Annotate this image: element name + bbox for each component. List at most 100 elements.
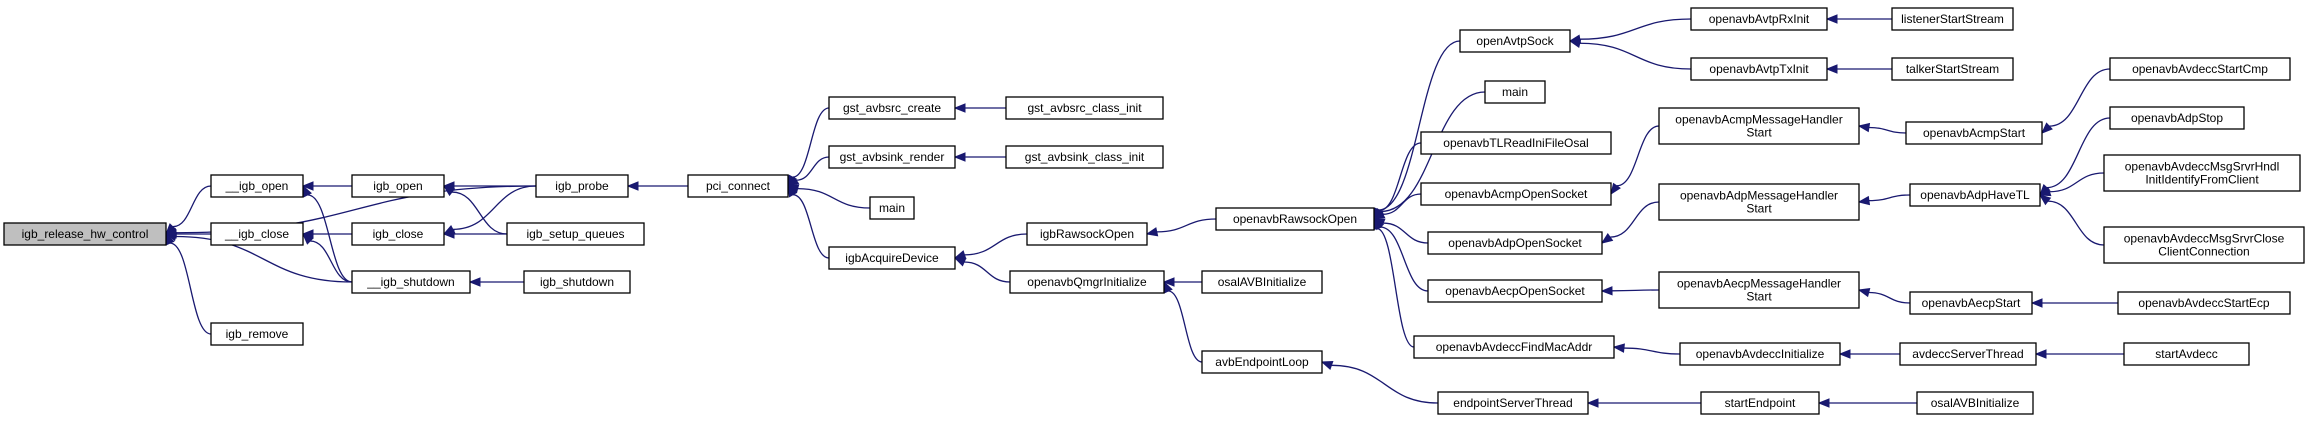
node-label: igb_close (373, 227, 424, 241)
function-node-avdeccserverthread[interactable]: avdeccServerThread (1899, 342, 2037, 366)
node-box (2109, 106, 2245, 130)
function-node-openavbavdeccmsgsrvrcloseclientconnection[interactable]: openavbAvdeccMsgSrvrCloseClientConnectio… (2103, 226, 2305, 264)
function-node-listenerstartstream[interactable]: listenerStartStream (1891, 7, 2014, 31)
function-node-igb-open[interactable]: igb_open (351, 174, 445, 198)
function-node-igb-setup-queues[interactable]: igb_setup_queues (506, 222, 645, 246)
function-node-openavbavdeccmsgsrvrhndlinitidentifyfromclient[interactable]: openavbAvdeccMsgSrvrHndlInitIdentifyFrom… (2103, 154, 2301, 192)
call-edge-n16-to-n12 (953, 152, 1006, 162)
function-node-gst-avbsink-render[interactable]: gst_avbsink_render (828, 145, 956, 169)
node-label: openavbAcmpStart (1923, 126, 2026, 140)
function-node-startendpoint[interactable]: startEndpoint (1700, 391, 1820, 415)
edge-line (1579, 42, 1692, 70)
function-node-igb-shutdown[interactable]: igb_shutdown (523, 270, 631, 294)
function-node-gst-avbsrc-class-init[interactable]: gst_avbsrc_class_init (1005, 96, 1164, 120)
function-node-startavdecc[interactable]: startAvdecc (2123, 342, 2250, 366)
function-node-openavbadphavetl[interactable]: openavbAdpHaveTL (1909, 183, 2041, 207)
call-edge-n10-to-n5 (626, 181, 688, 191)
function-node-openavbaecpstart[interactable]: openavbAecpStart (1909, 291, 2033, 315)
arrowhead (1825, 14, 1838, 24)
arrowhead (1612, 343, 1625, 353)
node-label: gst_avbsink_render (840, 150, 945, 164)
arrowhead (1600, 286, 1613, 296)
function-node-igbrawsockopen[interactable]: igbRawsockOpen (1026, 222, 1148, 246)
arrowhead (2038, 194, 2052, 206)
function-node-openavbacmpopensocket[interactable]: openavbAcmpOpenSocket (1420, 182, 1612, 206)
node-label: openavbAvdeccMsgSrvrHndl (2125, 160, 2280, 174)
function-node-openavtpsock[interactable]: openAvtpSock (1459, 29, 1571, 53)
function-node-pci-connect[interactable]: pci_connect (687, 174, 789, 198)
function-node-openavbrawsockopen[interactable]: openavbRawsockOpen (1215, 207, 1375, 231)
function-node-openavbacmpstart[interactable]: openavbAcmpStart (1905, 121, 2043, 145)
node-box (1658, 107, 1860, 145)
edge-line (796, 156, 830, 181)
function-node-openavbavtptxinit[interactable]: openavbAvtpTxInit (1690, 57, 1828, 81)
node-label: __igb_close (224, 227, 289, 241)
function-node-openavbavdeccstartcmp[interactable]: openavbAvdeccStartCmp (2109, 57, 2291, 81)
edge-line (1616, 125, 1660, 187)
node-box (2123, 342, 2250, 366)
node-label: avbEndpointLoop (1215, 355, 1309, 369)
function-node-openavbadpstop[interactable]: openavbAdpStop (2109, 106, 2245, 130)
function-node-openavbavtprxinit[interactable]: openavbAvtpRxInit (1690, 7, 1828, 31)
function-node-gst-avbsink-class-init[interactable]: gst_avbsink_class_init (1005, 145, 1164, 169)
function-node-openavbavdeccfindmacaddr[interactable]: openavbAvdeccFindMacAddr (1413, 335, 1615, 359)
call-edge-n20-to-n18 (1163, 280, 1203, 363)
function-node-talkerstartstream[interactable]: talkerStartStream (1891, 57, 2014, 81)
edge-line (1331, 364, 1439, 404)
node-box (1909, 291, 2033, 315)
function-node-igb-remove[interactable]: igb_remove (210, 322, 304, 346)
node-label: igb_release_hw_control (22, 227, 149, 241)
edges-layer (164, 14, 2125, 408)
edge-line (1379, 226, 1429, 292)
node-label: openavbAecpOpenSocket (1445, 284, 1585, 298)
edge-line (452, 185, 537, 231)
function-node-osalavbinitialize[interactable]: osalAVBInitialize (1916, 391, 2034, 415)
edge-line (172, 185, 212, 228)
function-node-igb-probe[interactable]: igb_probe (535, 174, 629, 198)
node-label: openavbAcmpMessageHandler (1675, 113, 1842, 127)
node-box (1700, 391, 1820, 415)
node-box (1459, 29, 1571, 53)
node-label: main (1502, 85, 1528, 99)
function-node-openavbqmgrinitialize[interactable]: openavbQmgrInitialize (1009, 270, 1165, 294)
function-node-osalavbinitialize[interactable]: osalAVBInitialize (1201, 270, 1323, 294)
node-label: osalAVBInitialize (1931, 396, 2020, 410)
edge-line (1376, 227, 1415, 348)
function-node-gst-avbsrc-create[interactable]: gst_avbsrc_create (828, 96, 956, 120)
call-edge-n9-to-n3 (468, 277, 525, 287)
call-edge-n43-to-n36 (1817, 398, 1917, 408)
function-node-igb-close[interactable]: igb_close (351, 222, 445, 246)
function-node-endpointserverthread[interactable]: endpointServerThread (1437, 391, 1589, 415)
node-box (1413, 335, 1615, 359)
edge-line (1156, 218, 1217, 233)
call-edge-n37-to-n30 (1825, 14, 1892, 24)
node-label: startEndpoint (1725, 396, 1796, 410)
call-edge-n36-to-n22 (1586, 398, 1701, 408)
call-edge-n41-to-n34 (1857, 288, 1911, 304)
function-node-openavbadpopensocket[interactable]: openavbAdpOpenSocket (1427, 231, 1603, 255)
node-label: openavbAdpMessageHandler (1680, 189, 1838, 203)
node-label: __igb_shutdown (366, 275, 454, 289)
node-label: Start (1746, 290, 1772, 304)
function-node-openavbtlreadinifileosal[interactable]: openavbTLReadIniFileOsal (1420, 131, 1612, 155)
function-node-openavbavdeccstartecp[interactable]: openavbAvdeccStartEcp (2117, 291, 2291, 315)
function-node-openavbavdeccinitialize[interactable]: openavbAvdeccInitialize (1679, 342, 1841, 366)
node-box (1916, 391, 2034, 415)
edge-line (1868, 194, 1911, 202)
function-node-main[interactable]: main (869, 196, 915, 220)
function-node-openavbaecpopensocket[interactable]: openavbAecpOpenSocket (1427, 279, 1603, 303)
function-node--igb-shutdown[interactable]: __igb_shutdown (351, 270, 471, 294)
function-node-main[interactable]: main (1484, 80, 1546, 104)
function-node--igb-open[interactable]: __igb_open (210, 174, 304, 198)
arrowhead (1145, 227, 1159, 237)
function-node-avbendpointloop[interactable]: avbEndpointLoop (1201, 350, 1323, 374)
function-node-igbacquiredevice[interactable]: igbAcquireDevice (828, 246, 956, 270)
function-node--igb-close[interactable]: __igb_close (210, 222, 304, 246)
call-edge-n13-to-n10 (786, 184, 871, 209)
node-label: openavbAvdeccStartEcp (2138, 296, 2270, 310)
function-node-igb-release-hw-control[interactable]: igb_release_hw_control (3, 222, 167, 246)
arrowhead (2041, 122, 2053, 134)
